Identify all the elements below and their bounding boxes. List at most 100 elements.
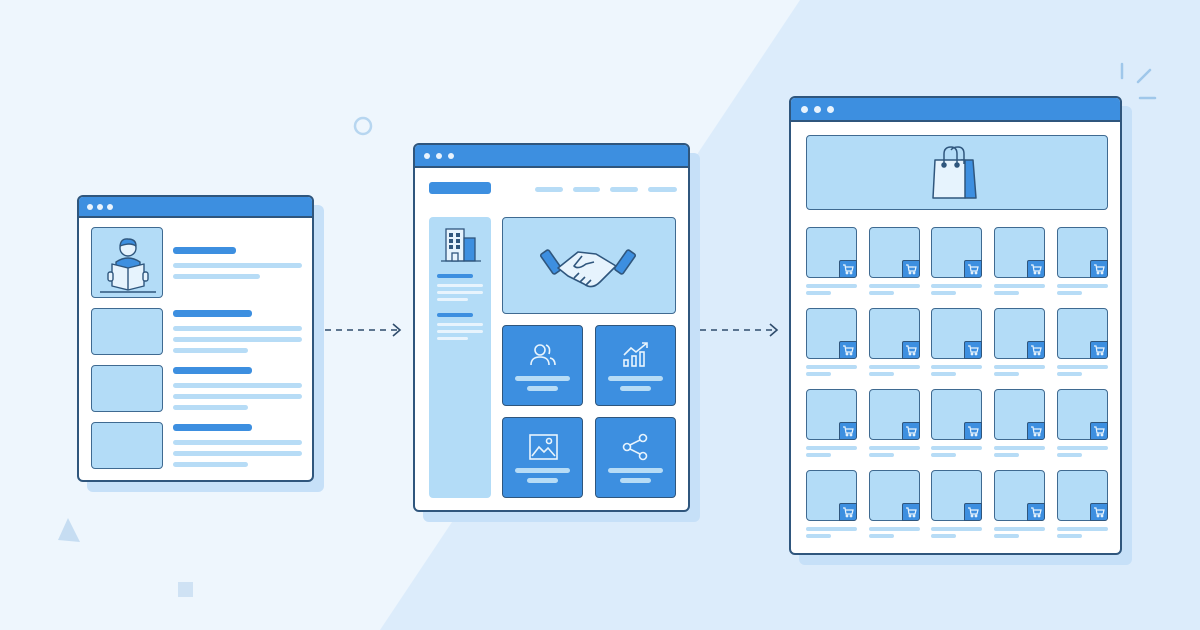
product-card[interactable] — [806, 308, 857, 359]
cart-icon — [905, 264, 917, 275]
product-name-line — [868, 527, 920, 531]
list-item-title[interactable] — [173, 310, 252, 317]
list-thumbnail[interactable] — [91, 365, 163, 412]
nav-link[interactable] — [648, 187, 677, 192]
sidebar-line — [437, 337, 468, 340]
card-line — [608, 468, 663, 473]
cart-icon — [968, 264, 980, 275]
product-card[interactable] — [994, 470, 1046, 521]
product-price-line — [868, 372, 894, 376]
list-item-title[interactable] — [173, 247, 236, 254]
window-dot — [424, 153, 430, 159]
reader-person-icon — [100, 238, 156, 293]
product-price-line — [931, 291, 957, 295]
nav-link[interactable] — [610, 187, 638, 192]
product-price-line — [994, 534, 1020, 538]
nav-link[interactable] — [535, 187, 563, 192]
product-card[interactable] — [931, 389, 983, 440]
cart-button[interactable] — [839, 341, 857, 359]
cart-button[interactable] — [839, 503, 857, 521]
cart-button[interactable] — [901, 503, 920, 521]
product-card[interactable] — [868, 389, 920, 440]
list-item-line — [173, 274, 260, 279]
feature-card[interactable] — [502, 417, 583, 498]
sidebar-line — [437, 323, 483, 326]
product-name-line — [994, 527, 1046, 531]
list-item-title[interactable] — [173, 367, 252, 374]
cart-button[interactable] — [901, 260, 920, 278]
list-item-line — [173, 383, 302, 388]
card-line — [515, 468, 570, 473]
cart-button[interactable] — [1027, 341, 1046, 359]
window-dot — [448, 153, 454, 159]
cart-button[interactable] — [1089, 341, 1108, 359]
product-card[interactable] — [994, 308, 1046, 359]
window-dot — [827, 106, 834, 113]
product-name-line — [806, 446, 857, 450]
product-card[interactable] — [1056, 470, 1108, 521]
shop-window — [789, 96, 1122, 555]
cart-button[interactable] — [964, 260, 983, 278]
list-thumbnail[interactable] — [91, 422, 163, 469]
list-thumbnail[interactable] — [91, 308, 163, 355]
cart-button[interactable] — [901, 422, 920, 440]
feature-card[interactable] — [595, 417, 676, 498]
cart-button[interactable] — [839, 422, 857, 440]
card-line — [620, 386, 651, 391]
product-card[interactable] — [868, 227, 920, 278]
product-card[interactable] — [806, 470, 857, 521]
cart-icon — [843, 426, 854, 437]
card-line — [515, 376, 570, 381]
product-name-line — [806, 527, 857, 531]
cart-button[interactable] — [839, 260, 857, 278]
product-name-line — [1056, 365, 1108, 369]
sidebar — [429, 217, 491, 498]
cart-icon — [905, 345, 917, 356]
cart-icon — [1093, 426, 1105, 437]
product-card[interactable] — [931, 470, 983, 521]
list-thumbnail[interactable] — [91, 227, 163, 298]
cart-icon — [1031, 345, 1042, 356]
product-card[interactable] — [1056, 227, 1108, 278]
nav-link[interactable] — [573, 187, 600, 192]
cart-button[interactable] — [1089, 422, 1108, 440]
title-bar — [791, 98, 1120, 122]
product-card[interactable] — [806, 389, 857, 440]
product-card[interactable] — [994, 227, 1046, 278]
product-card[interactable] — [931, 227, 983, 278]
cart-button[interactable] — [1089, 260, 1108, 278]
shopping-bag-icon — [932, 146, 977, 199]
product-name-line — [994, 284, 1046, 288]
cart-button[interactable] — [964, 503, 983, 521]
product-price-line — [1056, 291, 1082, 295]
product-name-line — [931, 284, 983, 288]
cart-button[interactable] — [964, 341, 983, 359]
cart-icon — [1031, 264, 1042, 275]
product-card[interactable] — [868, 308, 920, 359]
product-name-line — [1056, 527, 1108, 531]
shop-hero-banner — [806, 135, 1108, 210]
cart-button[interactable] — [1027, 260, 1046, 278]
product-card[interactable] — [806, 227, 857, 278]
title-bar — [79, 197, 312, 218]
cart-button[interactable] — [964, 422, 983, 440]
cart-button[interactable] — [901, 341, 920, 359]
product-price-line — [868, 291, 894, 295]
list-item-title[interactable] — [173, 424, 252, 431]
product-name-line — [1056, 284, 1108, 288]
cart-button[interactable] — [1027, 503, 1046, 521]
cart-button[interactable] — [1027, 422, 1046, 440]
product-card[interactable] — [868, 470, 920, 521]
list-item-line — [173, 326, 302, 331]
product-card[interactable] — [994, 389, 1046, 440]
feature-card[interactable] — [595, 325, 676, 406]
cart-button[interactable] — [1089, 503, 1108, 521]
cart-icon — [1093, 507, 1105, 518]
product-card[interactable] — [1056, 389, 1108, 440]
product-card[interactable] — [931, 308, 983, 359]
cart-icon — [843, 507, 854, 518]
share-icon — [622, 433, 648, 461]
feature-card[interactable] — [502, 325, 583, 406]
building-icon — [441, 228, 481, 262]
product-card[interactable] — [1056, 308, 1108, 359]
